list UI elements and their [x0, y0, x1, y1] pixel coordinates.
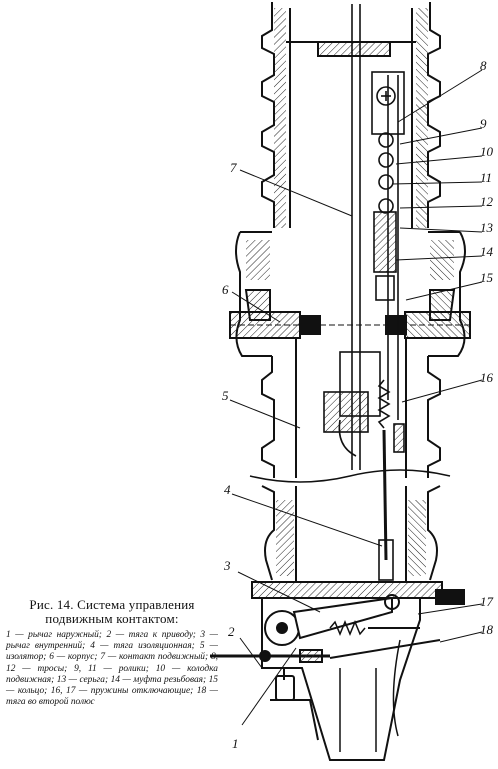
caption-legend: 1 — рычаг наружный; 2 — тяга к приводу; … [6, 630, 218, 708]
insulator-upper [261, 2, 441, 228]
figure-caption: Рис. 14. Система управления подвижным ко… [6, 598, 218, 708]
callout-5: 5 [222, 388, 229, 403]
callout-11: 11 [480, 170, 492, 185]
callout-9: 9 [480, 116, 487, 131]
callout-10: 10 [480, 144, 494, 159]
callout-labels: 1 2 3 4 5 6 7 8 9 10 11 12 13 14 15 16 1… [222, 58, 494, 751]
caption-title: Рис. 14. Система управления подвижным ко… [29, 597, 195, 626]
callout-15: 15 [480, 270, 494, 285]
callout-3: 3 [223, 558, 231, 573]
callout-6: 6 [222, 282, 229, 297]
callout-16: 16 [480, 370, 494, 385]
callout-14: 14 [480, 244, 494, 259]
callout-1: 1 [232, 736, 239, 751]
callout-8: 8 [480, 58, 487, 73]
callout-18: 18 [480, 622, 494, 637]
callout-2: 2 [228, 624, 235, 639]
housing-lower [261, 485, 441, 582]
callout-4: 4 [224, 482, 231, 497]
callout-17: 17 [480, 594, 494, 609]
insulator-middle [249, 338, 451, 483]
leader-lines [229, 69, 483, 726]
callout-13: 13 [480, 220, 494, 235]
moving-contact-assembly [323, 4, 405, 581]
base-mechanism [210, 581, 465, 761]
callout-12: 12 [480, 194, 494, 209]
callout-7: 7 [230, 160, 237, 175]
flange-ring [229, 311, 471, 339]
